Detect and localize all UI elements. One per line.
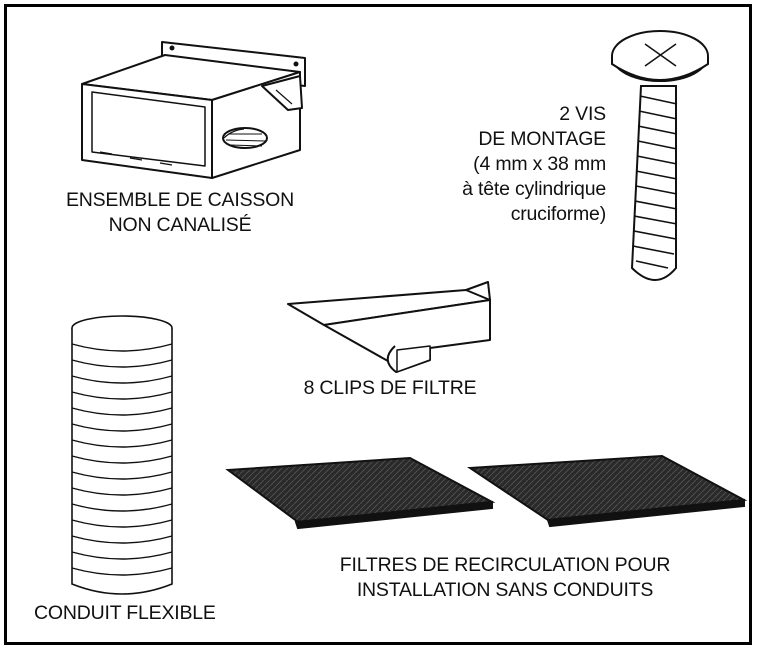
screws-label-line: DE MONTAGE (478, 128, 606, 150)
filters-label-line: INSTALLATION SANS CONDUITS (356, 579, 654, 601)
filters-label-line: FILTRES DE RECIRCULATION POUR (339, 554, 671, 576)
screws-label-line: (4 mm x 38 mm (473, 153, 606, 175)
housing-label-line: ENSEMBLE DE CAISSON (65, 189, 295, 211)
filters-label: FILTRES DE RECIRCULATION POUR INSTALLATI… (300, 553, 710, 603)
clips-label: 8 CLIPS DE FILTRE (250, 376, 530, 401)
housing-label-line: NON CANALISÉ (108, 214, 252, 236)
filter-clip-icon (287, 281, 491, 373)
screws-label-line: cruciforme) (510, 203, 607, 225)
charcoal-filter-icon (225, 454, 748, 530)
screws-label-line: 2 VIS (559, 103, 606, 125)
screw-icon (611, 30, 709, 281)
flexible-duct-icon (71, 315, 173, 595)
screws-label-line: à tête cylindrique (462, 178, 606, 200)
screws-label: 2 VIS DE MONTAGE (4 mm x 38 mm à tête cy… (400, 102, 606, 227)
damper-housing-icon (81, 41, 306, 179)
duct-label: CONDUIT FLEXIBLE (34, 601, 274, 626)
duct-label-line: CONDUIT FLEXIBLE (34, 602, 216, 624)
clips-label-line: 8 CLIPS DE FILTRE (303, 377, 477, 399)
housing-label: ENSEMBLE DE CAISSON NON CANALISÉ (40, 188, 320, 238)
